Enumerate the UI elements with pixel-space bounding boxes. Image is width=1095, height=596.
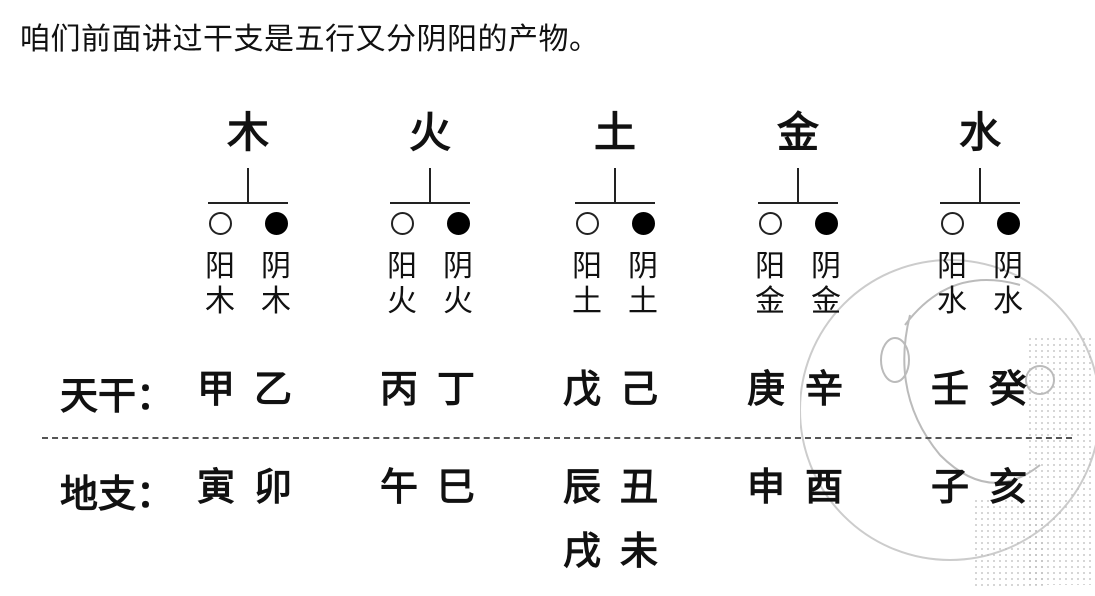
element-column-earth: 土 阳 阴 土 土 [550,100,680,340]
branch-connector [758,168,838,204]
yang-element: 金 [755,284,785,319]
yin-element: 水 [993,284,1023,319]
intro-text: 咱们前面讲过干支是五行又分阴阳的产物。 [20,22,600,57]
yin-dot-icon [264,212,288,235]
yin-label: 阴 [443,249,473,284]
yang-label: 阳 [387,249,417,284]
element-label: 土 [593,108,636,157]
yang-circle-icon [940,212,964,235]
yin-label: 阴 [261,249,291,284]
branch-connector [208,168,288,204]
yin-element: 土 [628,284,658,319]
dizhi-char: 子 [930,465,969,509]
element-column-metal: 金 阳 阴 金 金 [733,100,863,340]
dizhi-char: 卯 [253,465,292,509]
yin-dot-icon [996,212,1020,235]
yang-label: 阳 [937,249,967,284]
tiangan-char: 丙 [379,367,418,411]
yin-label: 阴 [628,249,658,284]
yin-element: 木 [261,284,291,319]
element-column-wood: 木 阳 阴 木 木 [183,100,313,340]
branch-connector [390,168,470,204]
element-column-water: 水 阳 阴 水 水 [915,100,1045,340]
dizhi-char: 巳 [436,465,475,509]
yang-element: 水 [937,284,967,319]
element-label: 水 [958,108,1001,157]
branch-connector [575,168,655,204]
yang-label: 阳 [572,249,602,284]
yang-circle-icon [575,212,599,235]
yin-dot-icon [814,212,838,235]
yang-label: 阳 [755,249,785,284]
yin-dot-icon [446,212,470,235]
yang-label: 阳 [205,249,235,284]
element-label: 火 [408,108,451,157]
yin-dot-icon [631,212,655,235]
branch-connector [940,168,1020,204]
element-column-fire: 火 阳 阴 火 火 [365,100,495,340]
tiangan-char: 己 [619,367,658,411]
element-label: 木 [226,108,269,157]
dizhi-char: 酉 [804,465,843,509]
dizhi-extra-char: 戌 [562,529,601,573]
tiangan-char: 壬 [930,367,969,411]
tiangan-char: 辛 [804,367,843,411]
dizhi-extra-char: 未 [619,529,658,573]
cartoon-illustration [800,259,1095,590]
dizhi-char: 亥 [988,465,1027,509]
yang-circle-icon [390,212,414,235]
yin-element: 金 [811,284,841,319]
yang-element: 木 [205,284,235,319]
tiangan-char: 癸 [988,367,1027,411]
dizhi-char: 寅 [196,465,235,509]
tiangan-char: 丁 [436,367,475,411]
tiangan-label: 天干： [60,374,175,418]
tiangan-char: 庚 [746,367,785,411]
tiangan-char: 戊 [562,367,601,411]
dashed-divider [42,437,1072,439]
dizhi-char: 申 [746,465,785,509]
tiangan-char: 甲 [196,367,235,411]
dizhi-char: 午 [379,465,418,509]
yang-element: 火 [387,284,417,319]
dizhi-char: 辰 [562,465,601,509]
yang-circle-icon [758,212,782,235]
yang-element: 土 [572,284,602,319]
dizhi-label: 地支： [60,472,175,516]
yin-label: 阴 [993,249,1023,284]
tiangan-char: 乙 [253,367,292,411]
element-label: 金 [776,108,819,157]
yin-element: 火 [443,284,473,319]
yin-label: 阴 [811,249,841,284]
yang-circle-icon [208,212,232,235]
dizhi-char: 丑 [619,465,658,509]
